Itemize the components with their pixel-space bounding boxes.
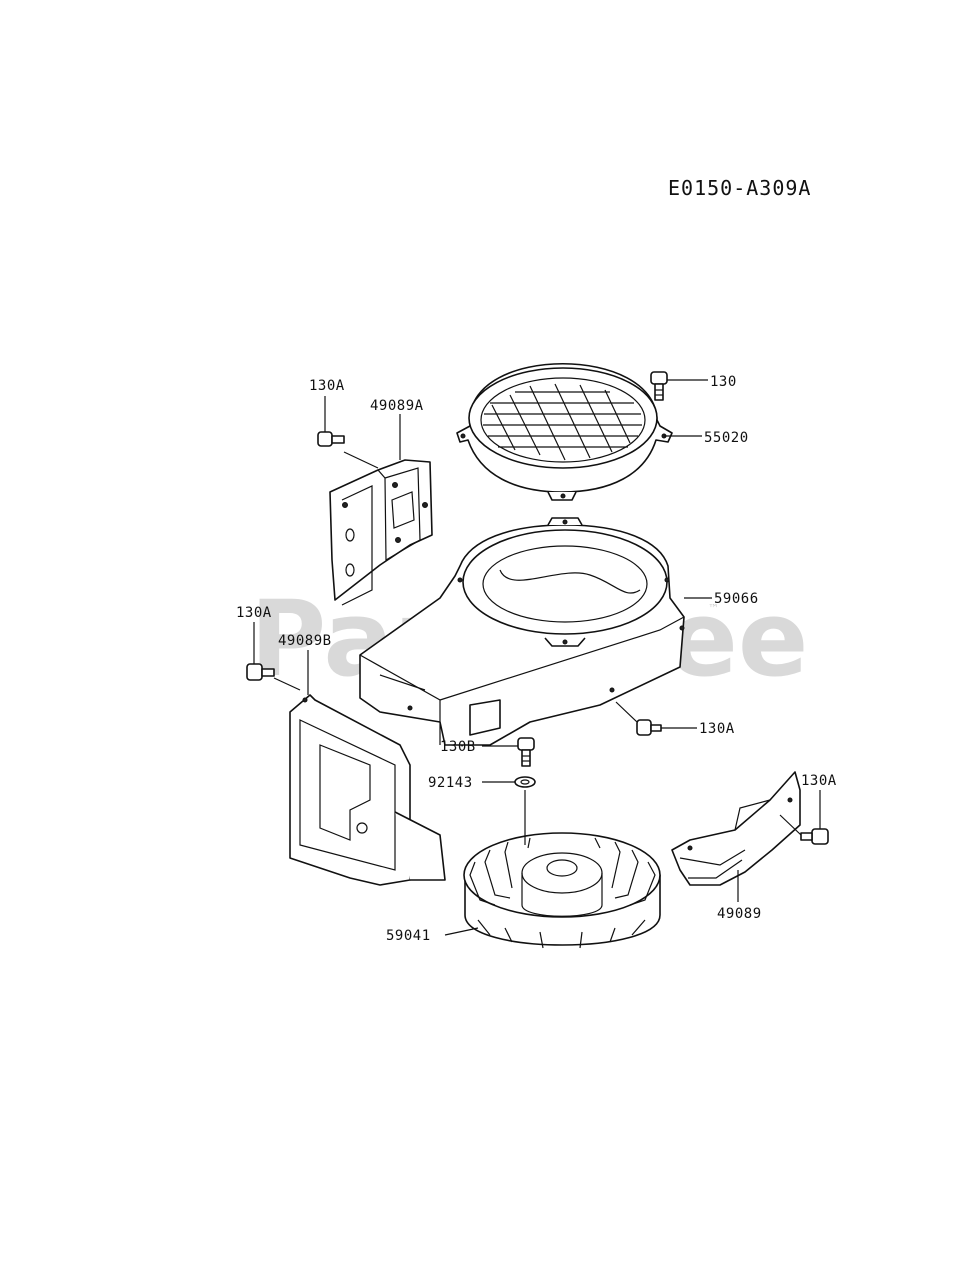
part-130b-bolt[interactable]	[517, 737, 535, 767]
callout-49089a[interactable]: 49089A	[370, 398, 424, 414]
part-55020-screen[interactable]	[456, 363, 673, 501]
diagram-code: E0150-A309A	[668, 176, 811, 200]
part-130-bolt[interactable]	[650, 371, 668, 401]
leader-lines	[253, 379, 821, 936]
part-130a-bolt-mid[interactable]	[615, 701, 662, 736]
part-130a-bolt-top[interactable]	[317, 431, 345, 447]
part-49089a-baffle[interactable]	[329, 459, 433, 606]
part-130a-bolt-right[interactable]	[800, 828, 829, 845]
callout-49089[interactable]: 49089	[717, 906, 762, 922]
part-49089-baffle[interactable]	[671, 771, 801, 886]
callout-130b[interactable]: 130B	[440, 739, 476, 755]
callout-92143[interactable]: 92143	[428, 775, 473, 791]
watermark-trademark: ™	[708, 602, 719, 615]
callout-59066[interactable]: 59066	[714, 591, 759, 607]
part-130a-bolt-left[interactable]	[246, 663, 275, 681]
callout-130a-top[interactable]: 130A	[309, 378, 345, 394]
part-92143-washer[interactable]	[514, 776, 536, 788]
callout-130[interactable]: 130	[710, 374, 737, 390]
part-59066-blower-housing[interactable]	[359, 517, 685, 746]
part-59041-flywheel[interactable]	[463, 832, 661, 949]
callout-49089b[interactable]: 49089B	[278, 633, 332, 649]
callout-130a-mid[interactable]: 130A	[699, 721, 735, 737]
part-49089b-baffle[interactable]	[289, 694, 446, 886]
callout-labels: 130 55020 130A 49089A 59066 130A 49089B …	[236, 374, 837, 944]
callout-55020[interactable]: 55020	[704, 430, 749, 446]
callout-130a-left[interactable]: 130A	[236, 605, 272, 621]
callout-59041[interactable]: 59041	[386, 928, 431, 944]
callout-130a-right[interactable]: 130A	[801, 773, 837, 789]
